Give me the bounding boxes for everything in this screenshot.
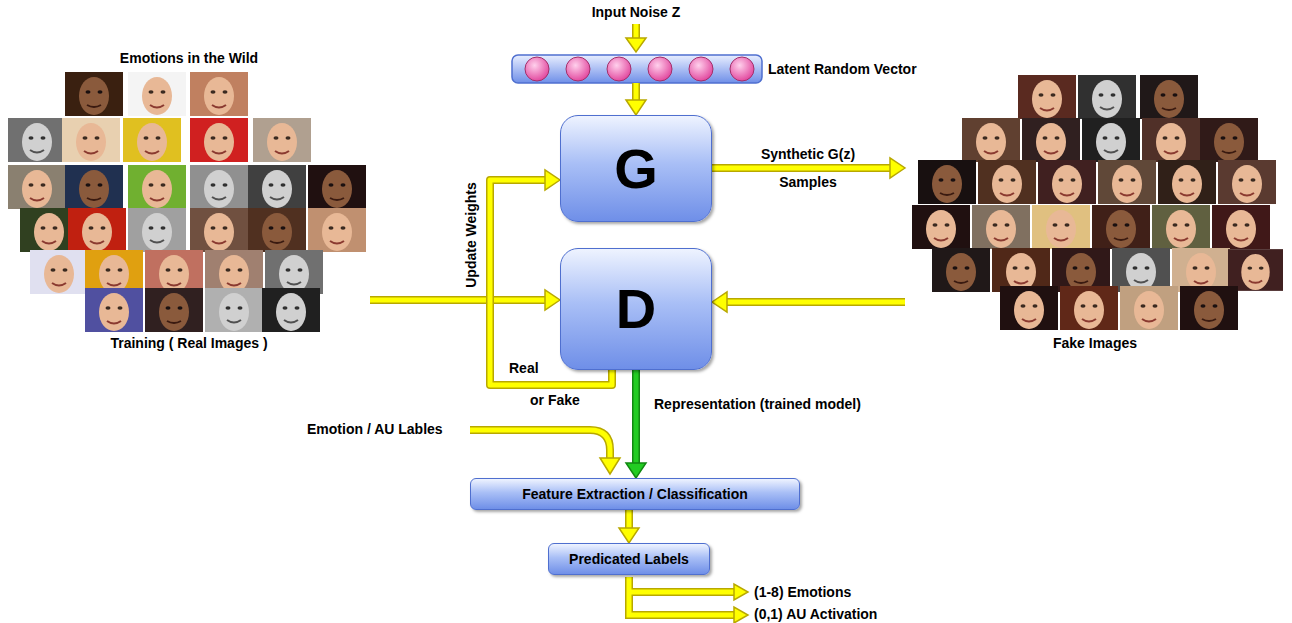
node-label: Feature Extraction / Classification — [522, 486, 748, 503]
node-label: Emotions in the Wild — [8, 50, 370, 67]
latent-vector: Latent Random Vector — [512, 55, 762, 83]
edge-label: Synthetic G(z) — [759, 146, 857, 163]
edge-label: Update Weights — [463, 180, 480, 290]
real-face-collage — [8, 72, 366, 332]
node-label: Training ( Real Images ) — [8, 335, 370, 352]
node-label: Latent Random Vector — [768, 61, 917, 78]
block-letter: G — [614, 139, 658, 199]
edge-label: Representation (trained model) — [652, 396, 863, 413]
flow-arrow — [626, 83, 646, 115]
flow-arrow — [626, 370, 646, 478]
process-box: Feature Extraction / Classification — [470, 478, 800, 510]
image-collage: Fake Images — [905, 62, 1285, 352]
node-label: Fake Images — [905, 335, 1285, 352]
image-collage: Emotions in the WildTraining ( Real Imag… — [8, 48, 370, 352]
edge-note: Real — [507, 360, 541, 377]
input-label: Input Noise Z — [590, 4, 683, 21]
flow-arrow — [619, 510, 639, 543]
edge-note: Samples — [777, 174, 839, 191]
flow-arrow — [712, 292, 905, 312]
output-branch-arrows — [629, 577, 748, 623]
latent-vector-bar — [512, 55, 762, 83]
label-input-arrow — [470, 430, 620, 474]
node-label: Predicated Labels — [569, 551, 689, 568]
block-letter: D — [616, 279, 656, 339]
input-label: Emotion / AU Lables — [305, 421, 445, 438]
noise-arrow — [626, 24, 646, 52]
discriminator-box: D — [560, 248, 712, 370]
output-label: (1-8) Emotions — [752, 584, 853, 601]
process-box: Predicated Labels — [548, 543, 710, 575]
generator-box: G — [560, 115, 712, 222]
edge-note: or Fake — [528, 392, 582, 409]
flow-arrow — [370, 290, 560, 310]
fake-face-collage — [912, 75, 1283, 330]
output-label: (0,1) AU Activation — [752, 606, 879, 623]
